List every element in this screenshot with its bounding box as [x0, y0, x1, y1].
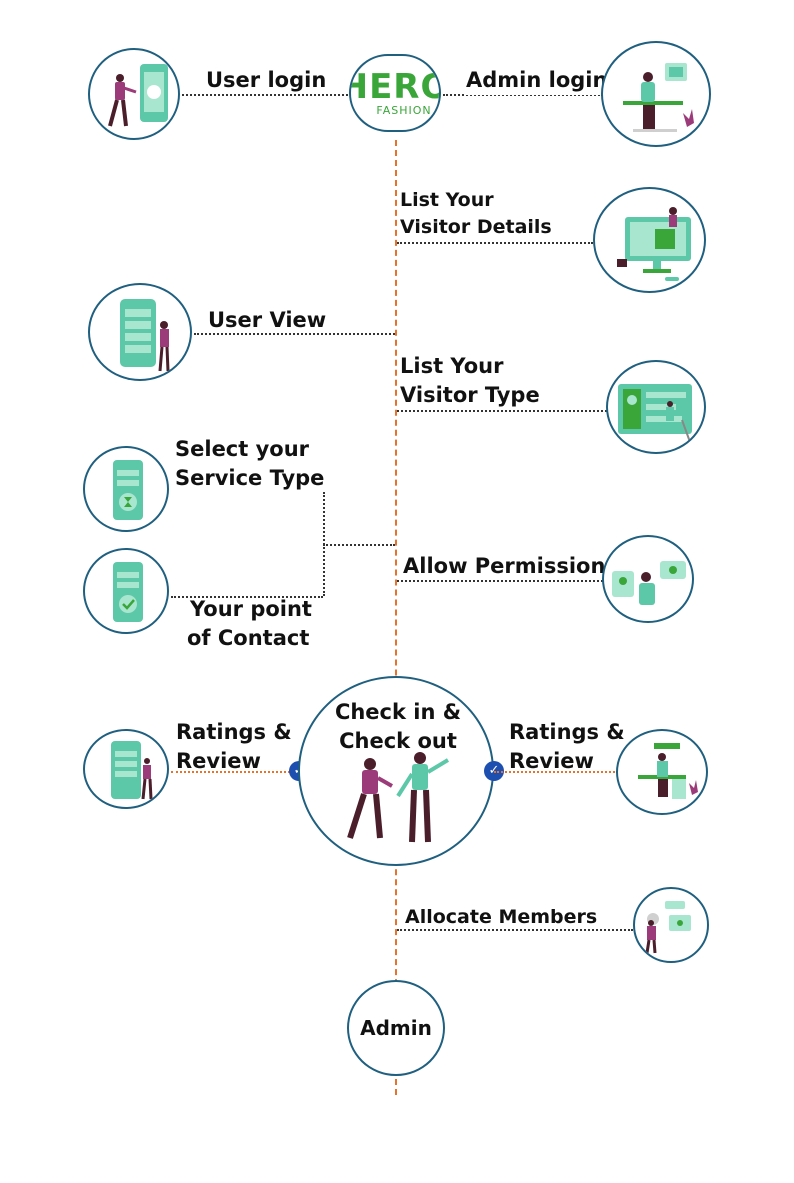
- select-service-label-2: Service Type: [175, 466, 325, 490]
- check-in-label-1: Check in &: [334, 700, 462, 724]
- connector-admin-login: [443, 94, 603, 96]
- chat-icon: [612, 561, 686, 605]
- ratings-left-label-1: Ratings &: [176, 720, 292, 744]
- visitor-type-circle: [606, 360, 706, 454]
- service-type-circle: [83, 446, 169, 532]
- check-in-circle: Check in & Check out: [298, 676, 494, 866]
- list-visitor-details-label-1: List Your: [400, 189, 494, 211]
- list-visitor-type-label-1: List Your: [400, 354, 504, 378]
- point-contact-label-1: Your point: [190, 597, 312, 621]
- phone-check-icon: [113, 562, 143, 622]
- connector-ratings-right: [494, 771, 618, 773]
- user-login-label: User login: [206, 68, 327, 92]
- admin-login-label: Admin login: [466, 66, 608, 95]
- ratings-right-label-1: Ratings &: [509, 720, 625, 744]
- point-contact-label-2: of Contact: [187, 626, 310, 650]
- members-icon: [645, 901, 691, 954]
- connector-allocate-members: [397, 929, 633, 931]
- ratings-right-circle: [616, 729, 708, 815]
- check-in-label-2: Check out: [339, 729, 457, 753]
- allow-permission-circle: [602, 535, 694, 623]
- phone-rating-icon: [111, 741, 153, 800]
- allocate-members-label: Allocate Members: [405, 906, 598, 928]
- select-service-label-1: Select your: [175, 437, 310, 461]
- people-icon: [347, 752, 450, 843]
- list-visitor-details-label-2: Visitor Details: [400, 216, 552, 238]
- admin-login-circle: [601, 41, 711, 147]
- timeline-spine: [395, 140, 397, 1095]
- connector-ratings-left: [171, 771, 298, 773]
- connector-allow-permission: [397, 580, 603, 582]
- phone-hourglass-icon: [113, 460, 143, 520]
- brand-logo: HERO: [351, 66, 439, 107]
- connector-point-contact: [171, 596, 323, 598]
- point-contact-circle: [83, 548, 169, 634]
- user-view-circle: [88, 283, 192, 381]
- admin-desk-icon: [623, 63, 694, 132]
- visitor-details-circle: [593, 187, 706, 293]
- board-icon: [618, 384, 692, 443]
- ratings-right-label-2: Review: [509, 749, 594, 773]
- allocate-members-circle: [633, 887, 709, 963]
- allow-permission-label: Allow Permission: [403, 552, 606, 581]
- connector-visitor-details: [397, 242, 593, 244]
- list-visitor-type-label-2: Visitor Type: [400, 383, 540, 407]
- user-login-circle: [88, 48, 180, 140]
- connector-visitor-type: [397, 410, 607, 412]
- user-view-label: User View: [208, 308, 327, 332]
- ratings-left-label-2: Review: [176, 749, 261, 773]
- admin-circle: Admin: [347, 980, 445, 1076]
- desk-rating-icon: [638, 743, 698, 799]
- connector-user-login: [182, 94, 348, 96]
- admin-label: Admin: [360, 1016, 432, 1040]
- brand-logo-sub: FASHION: [376, 103, 432, 117]
- phone-list-icon: [120, 299, 170, 372]
- connector-service-horizontal: [323, 544, 395, 546]
- logo-circle: HERO FASHION: [349, 54, 441, 132]
- monitor-icon: [617, 207, 691, 281]
- ratings-left-circle: [83, 729, 169, 809]
- connector-user-view: [194, 333, 395, 335]
- phone-login-icon: [108, 64, 168, 127]
